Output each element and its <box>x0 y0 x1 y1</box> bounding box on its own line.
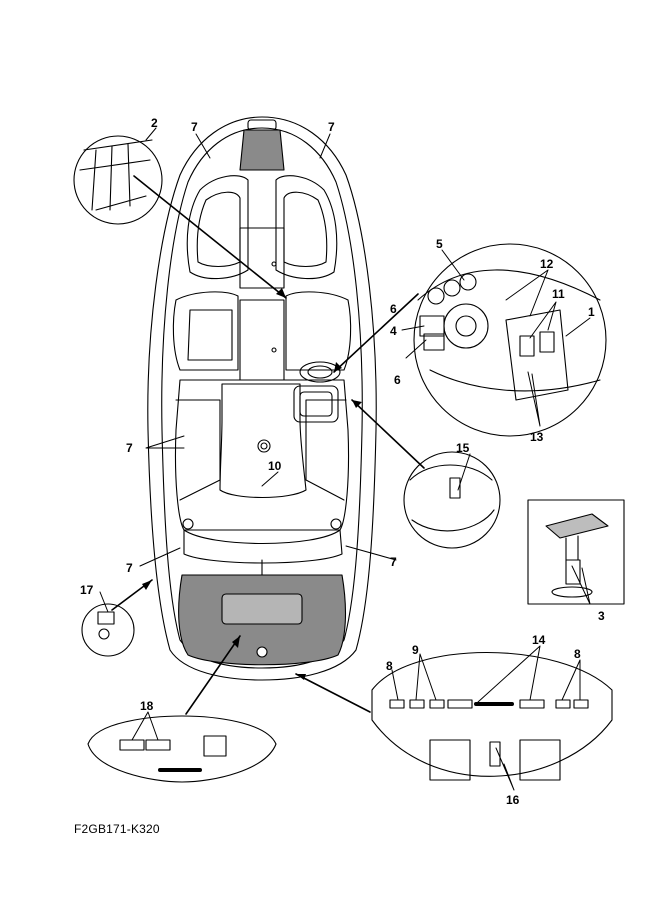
inset-bow-rail <box>73 135 163 225</box>
callout-16: 16 <box>506 793 520 807</box>
leader-lines <box>99 127 591 791</box>
callout-7-stern-left: 7 <box>126 561 133 575</box>
callout-13: 13 <box>530 430 544 444</box>
callout-12: 12 <box>540 257 554 271</box>
callout-10: 10 <box>268 459 282 473</box>
callout-11: 11 <box>552 287 565 301</box>
inset-stern-eye <box>81 603 135 657</box>
callout-labels: 2 7 7 5 12 11 1 6 4 6 13 15 7 10 7 7 3 1… <box>80 116 605 807</box>
inset-boarding-step <box>527 499 625 605</box>
callout-4: 4 <box>390 324 397 338</box>
inset-swim-platform <box>87 715 277 783</box>
inset-seat-bracket <box>403 451 501 549</box>
callout-6-upper: 6 <box>390 302 397 316</box>
callout-17: 17 <box>80 583 94 597</box>
callout-14: 14 <box>532 633 546 647</box>
callout-2: 2 <box>151 116 158 130</box>
inset-transom <box>371 652 613 781</box>
callout-7-stern-right: 7 <box>390 555 397 569</box>
callout-15: 15 <box>456 441 470 455</box>
callout-8-right: 8 <box>574 647 581 661</box>
callout-7-bow-left: 7 <box>191 120 198 134</box>
callout-1: 1 <box>588 305 595 319</box>
callout-18: 18 <box>140 699 154 713</box>
inset-dashboard <box>413 243 607 437</box>
callout-6-lower: 6 <box>394 373 401 387</box>
arrow-heads <box>142 288 362 680</box>
callout-9: 9 <box>412 643 419 657</box>
callout-5: 5 <box>436 237 443 251</box>
figure-code: F2GB171-K320 <box>74 822 160 836</box>
callout-7-bow-right: 7 <box>328 120 335 134</box>
callout-8-left: 8 <box>386 659 393 673</box>
boat-hull <box>147 116 377 681</box>
callout-7-cockpit: 7 <box>126 441 133 455</box>
callout-3: 3 <box>598 609 605 623</box>
